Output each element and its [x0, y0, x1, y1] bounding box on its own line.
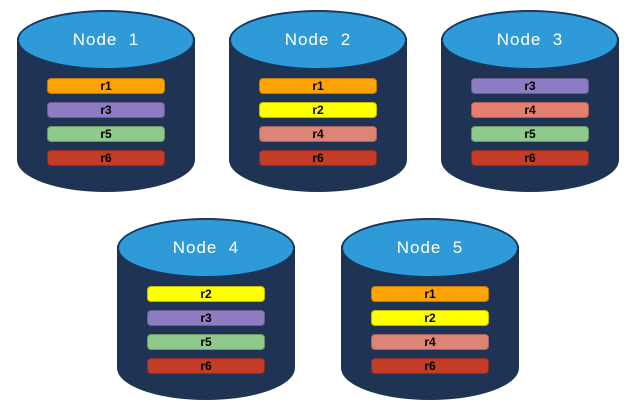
node-title: Node 4 — [172, 238, 240, 257]
replica-bar-r4: r4 — [471, 102, 589, 118]
replica-bar-r2: r2 — [147, 286, 265, 302]
replica-bar-r5: r5 — [47, 126, 165, 142]
db-node-3: Node 3 r3 r4 r5 r6 — [435, 8, 625, 194]
replica-label: r4 — [312, 127, 324, 141]
replica-bar-r4: r4 — [259, 126, 377, 142]
replica-label: r6 — [524, 151, 536, 165]
db-node-2: Node 2 r1 r2 r4 r6 — [223, 8, 413, 194]
db-node-4: Node 4 r2 r3 r5 r6 — [111, 216, 301, 402]
replica-label: r3 — [200, 311, 212, 325]
replica-list: r1 r3 r5 r6 — [11, 78, 201, 166]
replica-label: r1 — [312, 79, 324, 93]
node-title: Node 3 — [496, 30, 564, 49]
replica-bar-r2: r2 — [371, 310, 489, 326]
replica-label: r5 — [100, 127, 112, 141]
replica-bar-r5: r5 — [471, 126, 589, 142]
replica-list: r3 r4 r5 r6 — [435, 78, 625, 166]
cylinder-top: Node 4 — [117, 218, 295, 278]
replica-label: r5 — [200, 335, 212, 349]
node-row-bottom: Node 4 r2 r3 r5 r6 Node 5 r1 r2 r4 r6 — [0, 216, 636, 402]
replica-label: r5 — [524, 127, 536, 141]
cylinder-top: Node 2 — [229, 10, 407, 70]
replica-bar-r6: r6 — [371, 358, 489, 374]
replica-label: r6 — [100, 151, 112, 165]
replica-label: r2 — [200, 287, 212, 301]
replica-bar-r6: r6 — [259, 150, 377, 166]
replica-bar-r1: r1 — [371, 286, 489, 302]
replica-bar-r4: r4 — [371, 334, 489, 350]
replica-bar-r6: r6 — [47, 150, 165, 166]
replica-label: r3 — [524, 79, 536, 93]
replica-label: r6 — [424, 359, 436, 373]
replica-bar-r6: r6 — [147, 358, 265, 374]
replica-bar-r3: r3 — [147, 310, 265, 326]
replica-label: r6 — [312, 151, 324, 165]
cylinder-top: Node 3 — [441, 10, 619, 70]
replica-label: r4 — [424, 335, 436, 349]
replica-bar-r1: r1 — [259, 78, 377, 94]
db-node-1: Node 1 r1 r3 r5 r6 — [11, 8, 201, 194]
replica-bar-r1: r1 — [47, 78, 165, 94]
node-title: Node 5 — [396, 238, 464, 257]
node-title: Node 1 — [72, 30, 140, 49]
replica-label: r3 — [100, 103, 112, 117]
replica-label: r1 — [100, 79, 112, 93]
replica-list: r1 r2 r4 r6 — [335, 286, 525, 374]
replica-label: r6 — [200, 359, 212, 373]
cylinder-top: Node 5 — [341, 218, 519, 278]
cylinder-top: Node 1 — [17, 10, 195, 70]
replica-label: r2 — [312, 103, 324, 117]
replica-bar-r6: r6 — [471, 150, 589, 166]
replica-label: r4 — [524, 103, 536, 117]
replica-list: r1 r2 r4 r6 — [223, 78, 413, 166]
db-node-5: Node 5 r1 r2 r4 r6 — [335, 216, 525, 402]
replica-bar-r3: r3 — [471, 78, 589, 94]
replica-bar-r2: r2 — [259, 102, 377, 118]
node-row-top: Node 1 r1 r3 r5 r6 Node 2 r1 r2 r4 r6 — [0, 0, 636, 194]
replica-bar-r5: r5 — [147, 334, 265, 350]
replica-bar-r3: r3 — [47, 102, 165, 118]
replica-list: r2 r3 r5 r6 — [111, 286, 301, 374]
replica-label: r1 — [424, 287, 436, 301]
replica-label: r2 — [424, 311, 436, 325]
node-title: Node 2 — [284, 30, 352, 49]
